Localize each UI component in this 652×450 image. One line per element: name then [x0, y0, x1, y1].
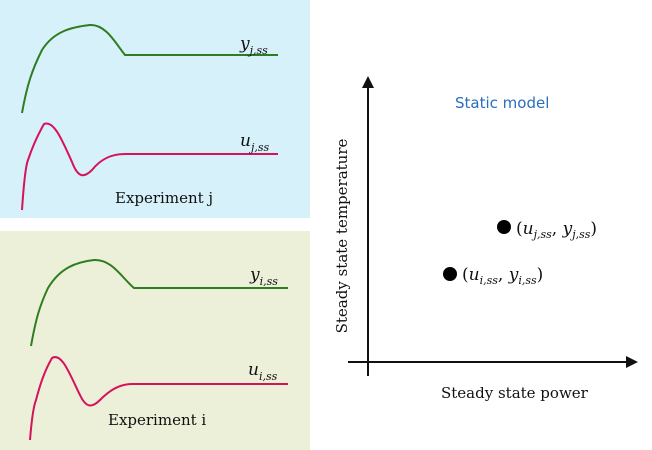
experiment-i-panel: yi,ss ui,ss Experiment i [0, 231, 310, 450]
experiment-i-output-curve [30, 258, 288, 347]
point-j-label: (uj,ss, yj,ss) [516, 219, 597, 241]
experiment-i-background [0, 231, 310, 450]
experiment-i-caption: Experiment i [108, 411, 206, 429]
y-axis-label: Steady state temperature [333, 138, 351, 333]
experiment-j-panel: yj,ss uj,ss Experiment j [0, 0, 310, 218]
experiment-j-output-label: yj,ss [239, 34, 268, 57]
experiment-j-input-curve [21, 122, 278, 211]
point-j-marker [497, 220, 511, 234]
static-model-plot: Static model Steady state power Steady s… [333, 76, 638, 402]
experiment-j-background [0, 0, 310, 218]
experiment-j-input-label: uj,ss [240, 131, 270, 154]
experiment-i-input-label: ui,ss [248, 360, 278, 383]
experiment-i-output-label: yi,ss [249, 265, 278, 288]
point-i-label: (ui,ss, yi,ss) [462, 265, 543, 287]
point-i-marker [443, 267, 457, 281]
experiment-j-caption: Experiment j [115, 189, 213, 207]
static-model-title: Static model [455, 94, 549, 112]
experiment-i-input-curve [29, 356, 288, 441]
x-axis-label: Steady state power [441, 384, 589, 402]
experiment-j-output-curve [21, 23, 278, 114]
